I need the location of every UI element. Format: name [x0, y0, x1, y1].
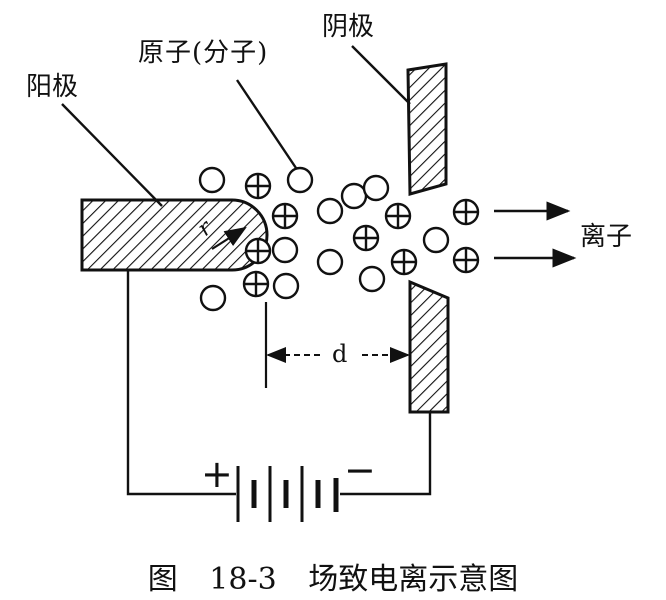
anode-wire: [126, 270, 236, 496]
neutral-atom: [340, 182, 368, 210]
cathode-label: 阴极: [322, 12, 375, 42]
positive-terminal-label: +: [201, 452, 233, 496]
cathode-wire: [340, 412, 432, 496]
neutral-atom: [199, 284, 227, 312]
figure-caption: 图 18-3 场致电离示意图: [147, 562, 519, 597]
anode-electrode: [80, 198, 269, 272]
anode-leader-line: [61, 103, 163, 207]
ions-label: 离子: [580, 222, 633, 252]
neutral-atom: [362, 174, 390, 202]
ion: [242, 270, 270, 298]
radius-arrow: [211, 226, 247, 250]
neutral-atom: [286, 166, 314, 194]
ion: [352, 224, 380, 252]
ion: [244, 172, 272, 200]
neutral-atom: [358, 265, 386, 293]
cathode-lower-electrode: [408, 279, 450, 414]
neutral-atom: [422, 226, 450, 254]
ion: [384, 202, 412, 230]
neutral-atom: [316, 248, 344, 276]
distance-label: d: [332, 340, 348, 368]
neutral-atom: [316, 197, 344, 225]
neutral-atom: [271, 236, 299, 264]
anode-label: 阳极: [26, 72, 79, 102]
ion: [271, 202, 299, 230]
ion: [452, 246, 480, 274]
cathode-leader-line: [351, 45, 411, 105]
battery-icon: [236, 466, 339, 522]
cathode-upper-electrode: [406, 62, 448, 196]
neutral-atom: [198, 166, 226, 194]
atom-leader-line: [236, 79, 297, 169]
ion: [452, 198, 480, 226]
particle-field: [198, 166, 480, 312]
ion: [244, 237, 272, 265]
atom-label: 原子(分子): [138, 38, 269, 68]
ion: [390, 248, 418, 276]
negative-terminal-label: −: [344, 448, 376, 492]
neutral-atom: [272, 272, 300, 300]
